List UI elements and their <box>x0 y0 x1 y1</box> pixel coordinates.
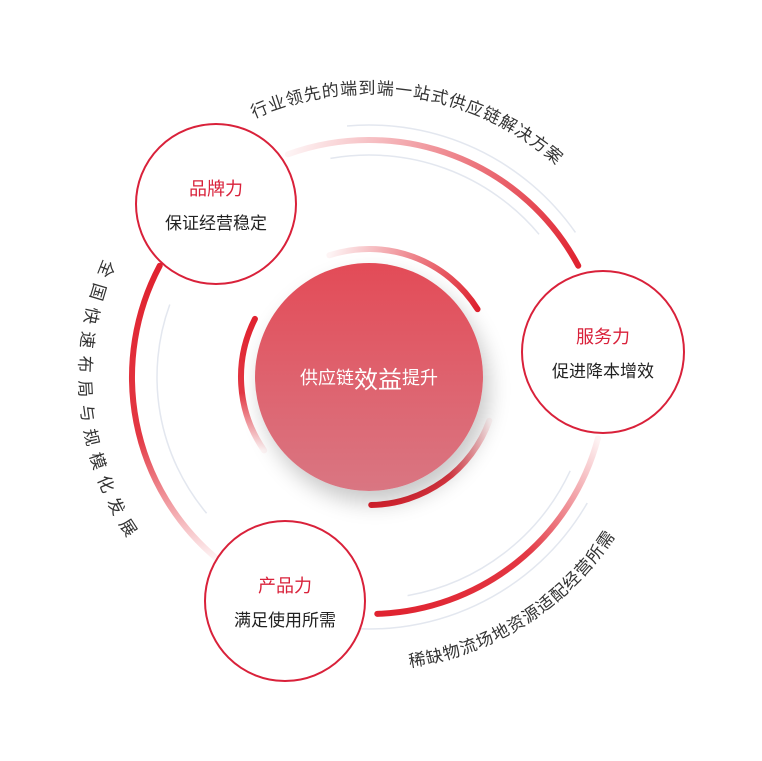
decorative-thin-arc <box>407 470 571 597</box>
decorative-thin-arc <box>325 502 588 630</box>
arc-outer-top <box>284 137 582 269</box>
node-subtitle: 满足使用所需 <box>234 610 336 631</box>
node-brand: 品牌力 保证经营稳定 <box>135 123 297 285</box>
center-text-pre: 供应链 <box>300 368 354 389</box>
center-circle: 供应链效益提升 <box>255 263 483 491</box>
node-subtitle: 促进降本增效 <box>552 361 654 382</box>
arc-outer-bottom <box>374 435 601 617</box>
node-product: 产品力 满足使用所需 <box>204 520 366 682</box>
node-title: 产品力 <box>258 575 312 597</box>
node-subtitle: 保证经营稳定 <box>165 213 267 234</box>
decorative-thin-arc <box>346 124 577 233</box>
arc-inner-top <box>326 246 481 313</box>
decorative-thin-arc <box>156 304 208 514</box>
center-text-post: 提升 <box>402 368 438 389</box>
arc-inner-left <box>238 315 268 454</box>
center-text-emphasis: 效益 <box>354 365 402 394</box>
decorative-thin-arc <box>330 154 540 235</box>
arc-text-top: 行业领先的端到端一站式供应链解决方案 <box>248 79 567 169</box>
arc-text-bottom: 稀缺物流场地资源适配经营所需 <box>407 527 620 672</box>
arc-outer-left <box>129 262 220 562</box>
node-service: 服务力 促进降本增效 <box>521 270 685 434</box>
arc-inner-bottom <box>368 417 493 508</box>
node-title: 服务力 <box>576 326 630 348</box>
node-title: 品牌力 <box>189 178 243 200</box>
